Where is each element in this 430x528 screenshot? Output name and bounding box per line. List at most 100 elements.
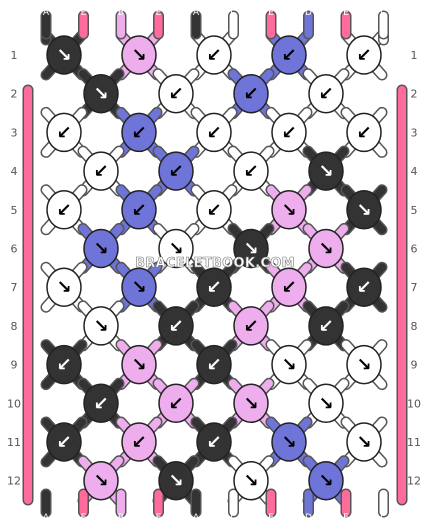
bottom-string-label: D [305, 513, 312, 523]
top-string-label: E [268, 8, 274, 18]
knot-circle [233, 383, 269, 424]
knot-circle [158, 73, 194, 114]
knot: ↙ [196, 422, 232, 462]
row-number-left: 3 [11, 126, 18, 139]
knot: ↘ [308, 228, 344, 269]
knot: ↙ [233, 151, 269, 191]
row-number-left: 11 [7, 436, 21, 449]
knot-arrow-icon: ↙ [281, 122, 296, 143]
knot: ↘ [83, 460, 119, 501]
knot-arrow-icon: ↙ [243, 161, 258, 182]
knot: ↙ [196, 267, 232, 307]
knots-layer: ↘↘↙↙↙↘↙↙↙↙↙↙↙↙↙↙↙↘↙↙↙↘↘↘↘↘↘↘↘↙↙↙↘↙↙↙↙↘↙↘… [46, 35, 382, 501]
knot-arrow-icon: ↘ [281, 355, 296, 376]
knot-circle [196, 112, 232, 153]
row-number-left: 1 [11, 49, 18, 62]
knot-arrow-icon: ↙ [131, 200, 146, 221]
knot-arrow-icon: ↙ [93, 393, 108, 414]
knot: ↘ [158, 460, 194, 501]
knot-arrow-icon: ↘ [131, 355, 146, 376]
row-number-left: 4 [11, 165, 18, 178]
knot-circle [233, 460, 269, 501]
knot-arrow-icon: ↙ [56, 122, 71, 143]
row-number-right: 8 [411, 320, 418, 333]
knot-circle [158, 460, 194, 501]
knot-circle [271, 35, 307, 75]
knot-circle [83, 383, 119, 424]
knot: ↘ [233, 460, 269, 501]
row-number-right: 10 [407, 397, 421, 410]
knot-arrow-icon: ↙ [356, 45, 371, 66]
knot: ↙ [121, 422, 157, 462]
top-string-label: A [193, 8, 200, 18]
bottom-string-label: C [230, 513, 236, 523]
knot: ↙ [46, 422, 82, 462]
knot-arrow-icon: ↘ [56, 45, 71, 66]
row-number-right: 5 [411, 204, 418, 217]
knot-arrow-icon: ↘ [356, 432, 371, 453]
knot-circle [46, 344, 82, 385]
knot-arrow-icon: ↙ [206, 432, 221, 453]
row-number-right: 6 [411, 243, 418, 256]
row-number-right: 12 [407, 475, 421, 488]
knot: ↘ [46, 267, 82, 307]
knot: ↘ [83, 228, 119, 269]
knot-arrow-icon: ↙ [206, 200, 221, 221]
knot-arrow-icon: ↙ [131, 432, 146, 453]
knot-circle [83, 151, 119, 191]
knot-arrow-icon: ↘ [168, 471, 183, 492]
knot: ↙ [233, 73, 269, 114]
knot: ↘ [121, 344, 157, 385]
knot-arrow-icon: ↙ [356, 277, 371, 298]
knot: ↙ [121, 190, 157, 230]
row-number-right: 9 [411, 359, 418, 372]
row-number-right: 3 [411, 126, 418, 139]
knot: ↙ [121, 112, 157, 153]
row-number-right: 1 [411, 49, 418, 62]
row-number-left: 5 [11, 204, 18, 217]
knot-arrow-icon: ↘ [281, 200, 296, 221]
knot-arrow-icon: ↙ [318, 316, 333, 337]
knot-circle [196, 422, 232, 462]
knot-circle [308, 73, 344, 114]
knot: ↙ [308, 306, 344, 346]
knot-circle [158, 151, 194, 191]
knot: ↙ [196, 35, 232, 75]
knot: ↘ [308, 383, 344, 424]
knot-arrow-icon: ↘ [318, 161, 333, 182]
knot: ↙ [271, 267, 307, 307]
row-number-left: 8 [11, 320, 18, 333]
row-number-right: 11 [407, 436, 421, 449]
knot-circle [346, 190, 382, 230]
top-string-label: B [118, 8, 124, 18]
knot-arrow-icon: ↘ [281, 432, 296, 453]
knot: ↙ [308, 73, 344, 114]
bottom-string-label: C [380, 513, 386, 523]
knot: ↙ [46, 344, 82, 385]
knot-arrow-icon: ↙ [281, 45, 296, 66]
knot: ↙ [346, 267, 382, 307]
knot-circle [346, 35, 382, 75]
bottom-string-label: E [343, 513, 349, 523]
knot-arrow-icon: ↘ [356, 200, 371, 221]
knot-circle [233, 306, 269, 346]
knot-arrow-icon: ↘ [243, 239, 258, 260]
knot-arrow-icon: ↘ [168, 239, 183, 260]
row-number-right: 7 [411, 281, 418, 294]
knot-circle [308, 306, 344, 346]
knot-circle [46, 190, 82, 230]
knot-circle [308, 383, 344, 424]
knot-circle [121, 422, 157, 462]
knot-arrow-icon: ↙ [206, 122, 221, 143]
knot-circle [196, 344, 232, 385]
knot: ↙ [158, 306, 194, 346]
knot-arrow-icon: ↘ [131, 277, 146, 298]
knot-arrow-icon: ↙ [206, 277, 221, 298]
knot-arrow-icon: ↙ [243, 316, 258, 337]
knot-arrow-icon: ↙ [131, 122, 146, 143]
knot-arrow-icon: ↙ [168, 84, 183, 105]
knot-circle [121, 344, 157, 385]
knot-circle [308, 228, 344, 269]
